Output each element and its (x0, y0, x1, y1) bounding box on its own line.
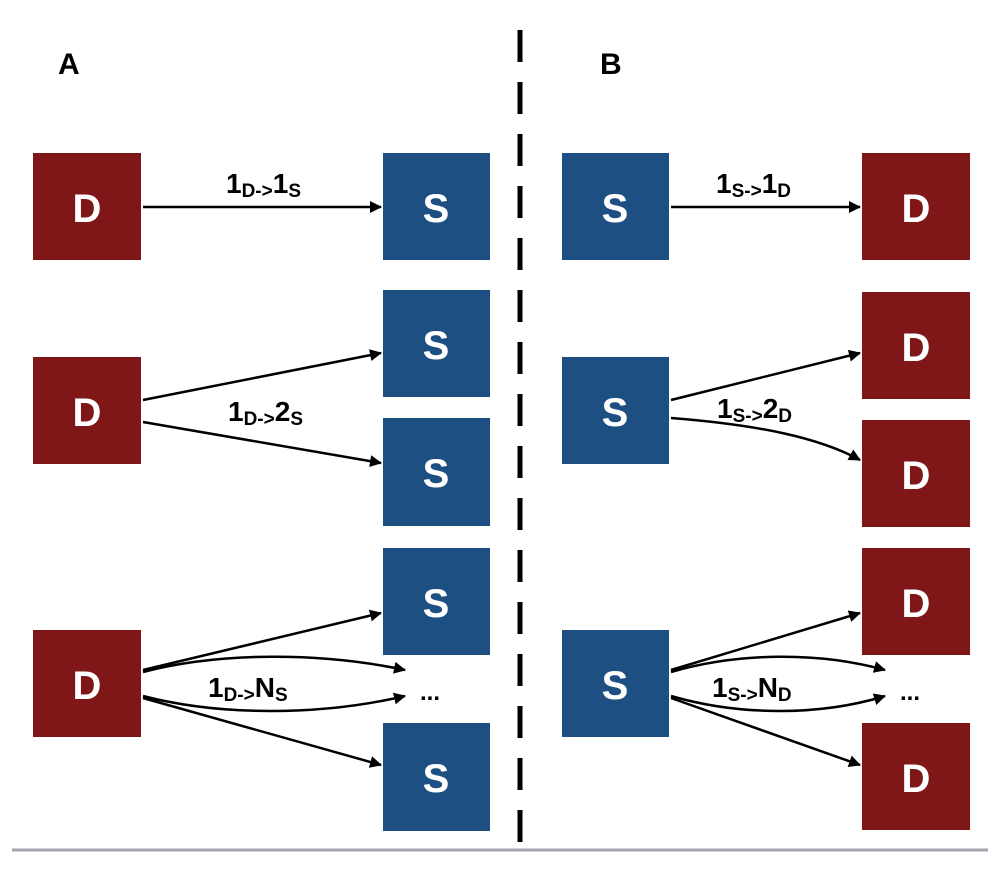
target-box-label: S (423, 582, 450, 626)
target-box-label: D (902, 187, 931, 231)
mapping-arrow (142, 696, 382, 768)
target-box-s (383, 418, 490, 526)
target-box-label: S (423, 757, 450, 801)
target-box-label: S (423, 452, 450, 496)
source-box-s (562, 153, 669, 260)
source-box-label: S (602, 664, 629, 708)
target-box-label: S (423, 187, 450, 231)
relation-label: 1S->2D (717, 393, 792, 427)
panel-label-a: A (58, 48, 80, 81)
row-a1: D S 1D->1S (33, 153, 490, 260)
target-box-d (862, 548, 970, 655)
source-box-s (562, 630, 669, 737)
target-box-s (383, 290, 490, 397)
row-a2: D S S 1D->2S (33, 290, 490, 526)
mapping-arrow (142, 655, 406, 674)
target-box-label: S (423, 324, 450, 368)
target-box-d (862, 723, 970, 830)
target-box-s (383, 153, 490, 260)
ellipsis: ... (900, 679, 920, 706)
mapping-arrow (670, 610, 861, 672)
source-box-label: D (73, 391, 102, 435)
source-box-s (562, 357, 669, 464)
mapping-arrow (142, 692, 406, 713)
target-box-d (862, 153, 970, 260)
relation-label: 1D->NS (208, 672, 288, 706)
mapping-arrow (670, 693, 886, 713)
source-box-label: D (73, 664, 102, 708)
mapping-arrow (670, 416, 861, 462)
source-box-d (33, 630, 141, 737)
mapping-arrow (670, 349, 861, 402)
target-box-label: D (902, 326, 931, 370)
mapping-arrow (670, 655, 886, 674)
source-box-label: S (602, 187, 629, 231)
target-box-label: D (902, 757, 931, 801)
source-box-d (33, 153, 141, 260)
target-box-s (383, 548, 490, 655)
row-a3: D S S 1D->NS ... (33, 548, 490, 831)
source-box-d (33, 357, 141, 464)
target-box-d (862, 420, 970, 527)
mapping-arrow (142, 420, 382, 468)
source-box-label: S (602, 391, 629, 435)
row-b1: S D 1S->1D (562, 153, 970, 260)
row-b3: S D D 1S->ND ... (562, 548, 970, 830)
mapping-arrow (142, 609, 382, 672)
relation-label: 1D->2S (228, 396, 303, 430)
mapping-arrow (142, 349, 382, 402)
target-box-label: D (902, 454, 931, 498)
target-box-s (383, 723, 490, 831)
target-box-d (862, 292, 970, 399)
row-b2: S D D 1S->2D (562, 292, 970, 527)
relation-label: 1S->1D (716, 168, 791, 202)
relation-label: 1D->1S (226, 168, 301, 202)
target-box-label: D (902, 582, 931, 626)
panel-label-b: B (600, 48, 622, 81)
source-box-label: D (73, 187, 102, 231)
relation-label: 1S->ND (712, 672, 792, 706)
mapping-arrow (670, 696, 861, 767)
ellipsis: ... (420, 679, 440, 706)
